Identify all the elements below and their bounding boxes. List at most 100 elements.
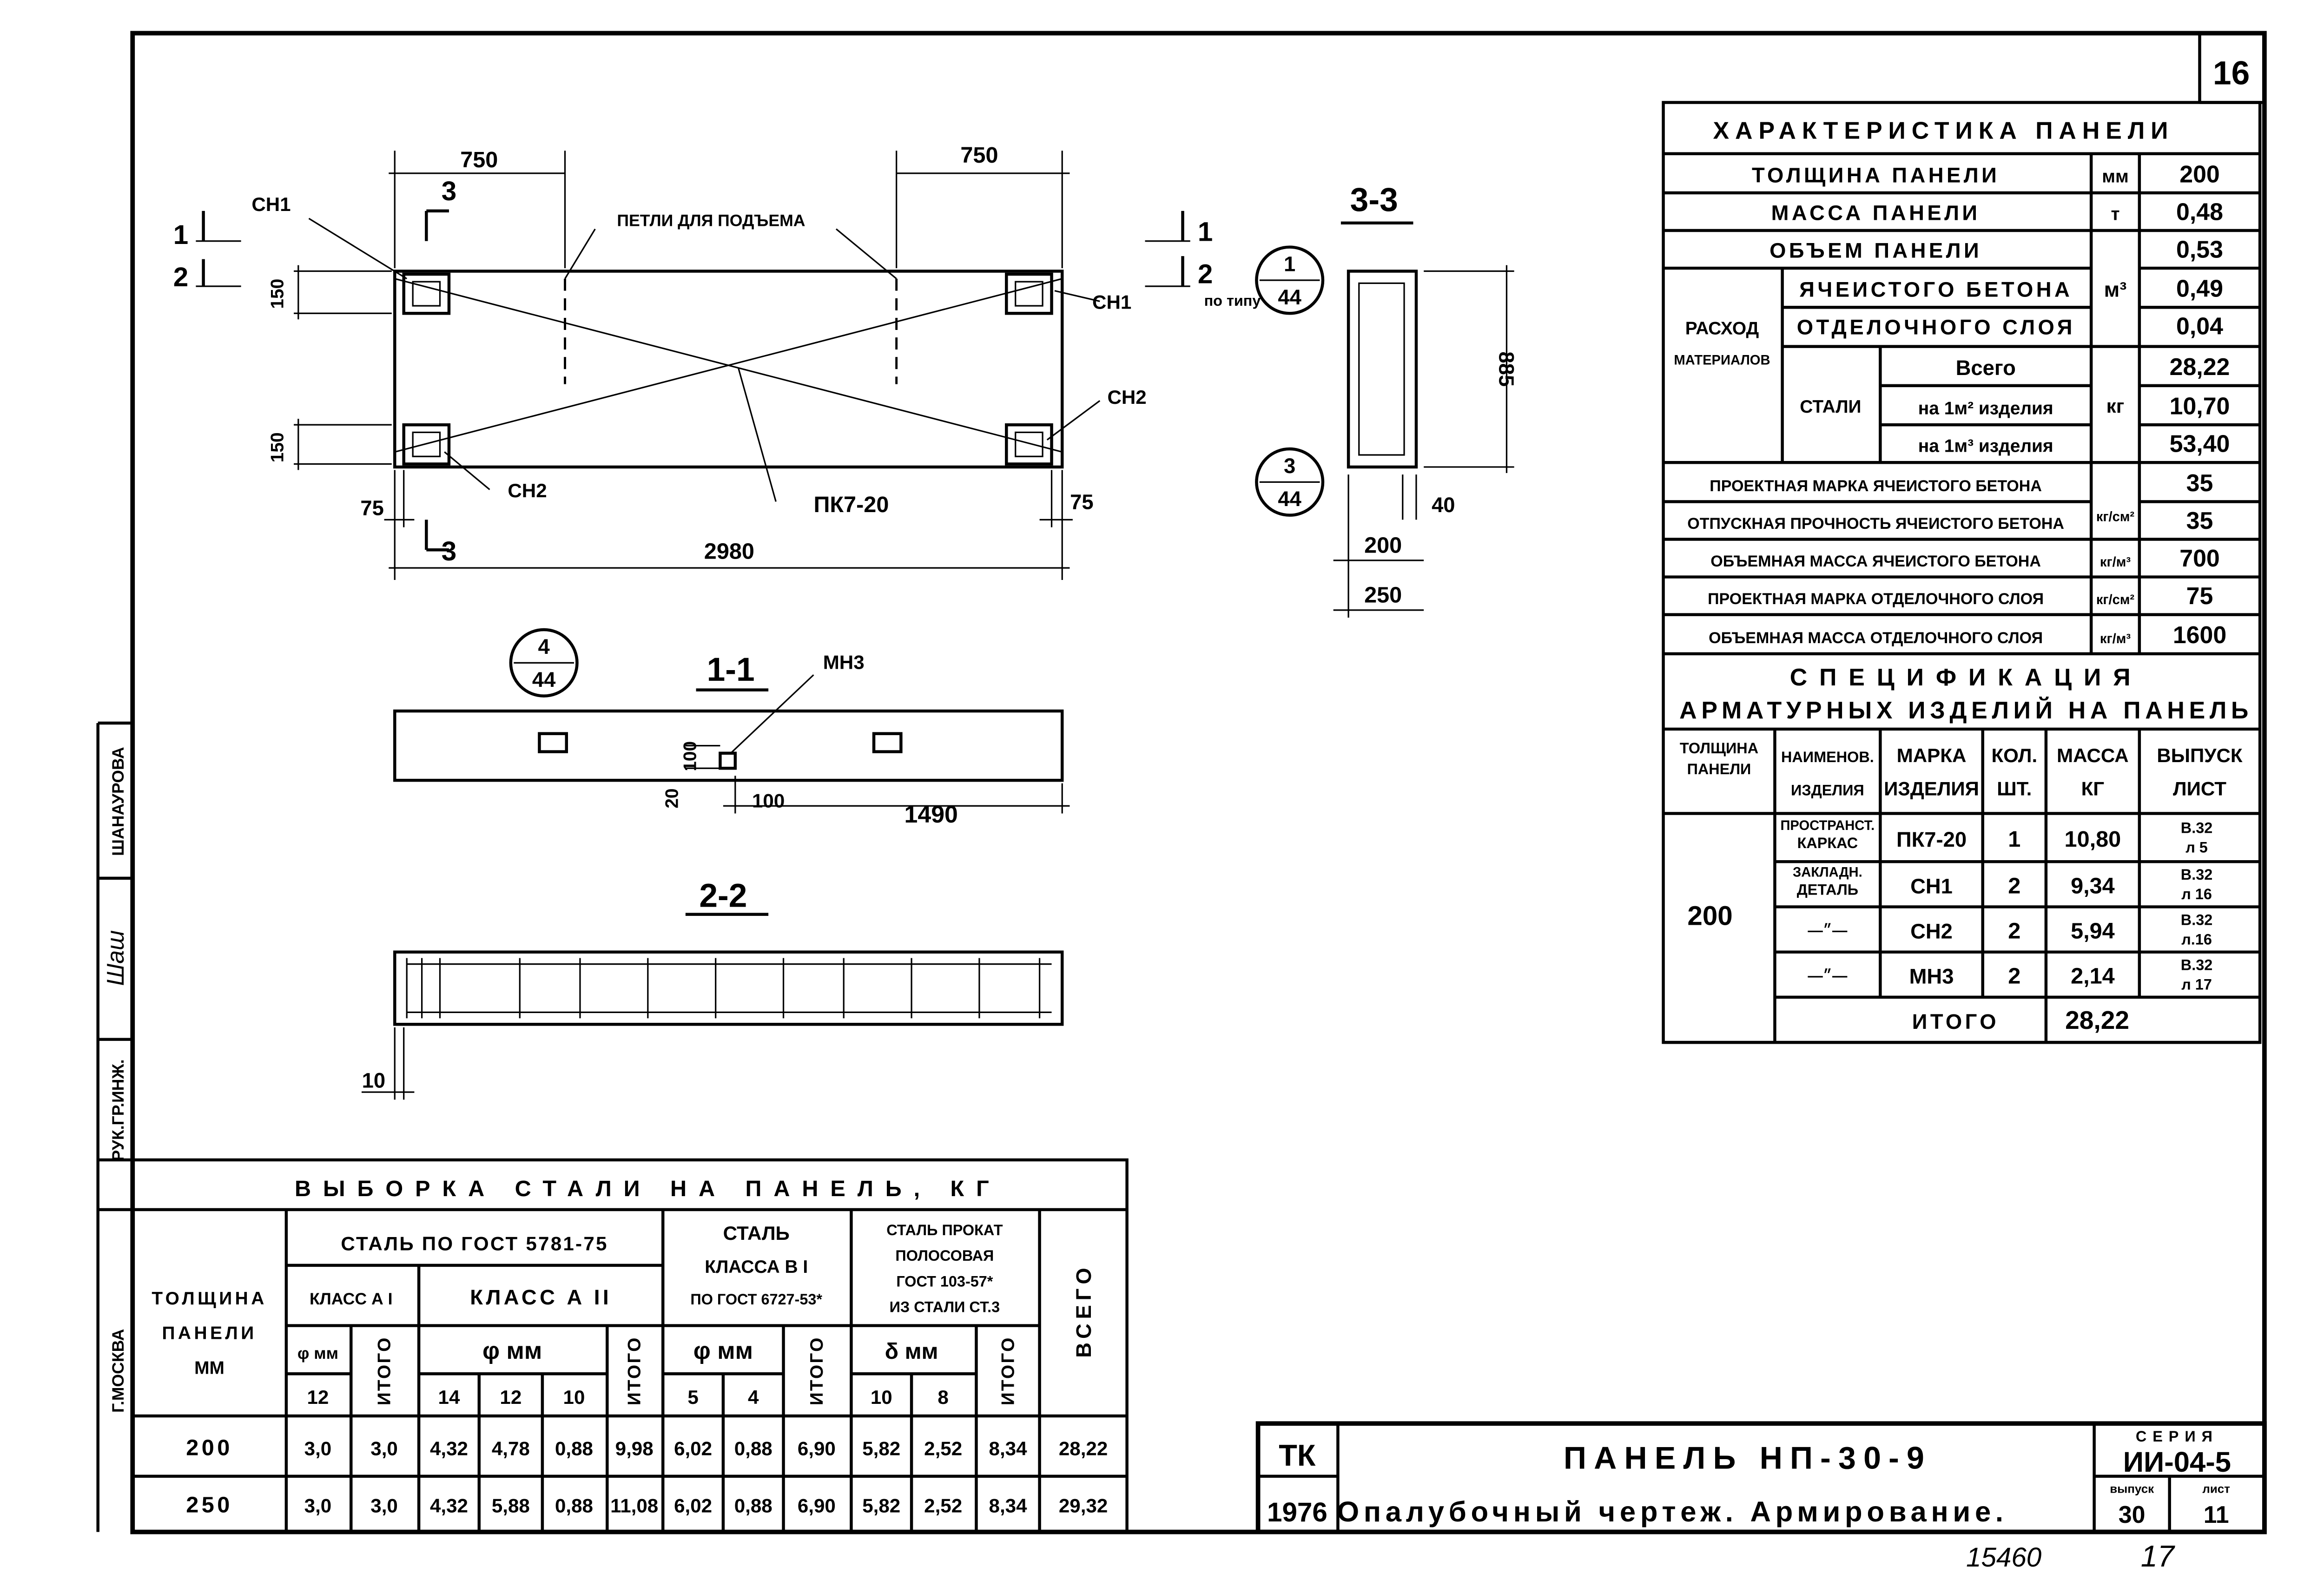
characteristic-value: 200	[2179, 160, 2220, 187]
characteristic-label: ОТДЕЛОЧНОГО СЛОЯ	[1797, 316, 2075, 339]
spec-header: КОЛ.	[1991, 744, 2037, 766]
dim-1490: 1490	[905, 801, 958, 828]
spec-header: МАССА	[2057, 744, 2129, 766]
page-number: 17	[2141, 1539, 2176, 1573]
title-year: 1976	[1267, 1497, 1327, 1527]
steel-header-gost5781: СТАЛЬ ПО ГОСТ 5781-75	[341, 1232, 608, 1254]
section-3-mark-top: 3	[442, 176, 456, 206]
steel-header-itogo: ИТОГО	[807, 1336, 827, 1405]
callout-3-44	[1255, 447, 1325, 517]
spec-header: ТОЛЩИНА	[1680, 740, 1758, 757]
embedded-plate	[402, 423, 451, 466]
steel-value: 0,88	[734, 1437, 772, 1459]
steel-value: 6,02	[674, 1437, 712, 1459]
steel-header-vi: ПО ГОСТ 6727-53*	[690, 1291, 822, 1308]
embedded-plate	[402, 272, 451, 315]
steel-thickness: 200	[186, 1435, 233, 1460]
spec-name: КАРКАС	[1797, 835, 1858, 851]
label-frame-pk7-20: ПК7-20	[813, 492, 889, 517]
spec-mark: СН2	[1910, 920, 1953, 943]
steel-value: 8,34	[989, 1437, 1028, 1459]
characteristic-unit: кг/см²	[2096, 592, 2135, 607]
steel-value: 3,0	[304, 1437, 332, 1459]
steel-value: 6,02	[674, 1494, 712, 1516]
spec-ref: л 16	[2181, 886, 2212, 902]
line	[1054, 290, 1100, 302]
steel-header-class-a2: КЛАСС А II	[470, 1285, 612, 1309]
dim-2980: 2980	[704, 539, 754, 564]
characteristic-unit: кг/м³	[2100, 632, 2131, 646]
steel-size: 12	[307, 1386, 329, 1408]
label-cn2-right: СН2	[1107, 386, 1146, 408]
characteristic-value: 0,49	[2176, 275, 2223, 302]
spec-name: ПРОСТРАНСТ.	[1780, 818, 1875, 833]
drawing-lines	[96, 31, 2267, 1534]
sheet-number: 16	[2213, 55, 2250, 92]
section-1-1-outline	[393, 709, 1064, 782]
dim-250: 250	[1364, 583, 1402, 608]
steel-size: 5	[687, 1386, 698, 1408]
spec-mass: 2,14	[2071, 964, 2115, 989]
label-cn1-right: СН1	[1092, 291, 1131, 313]
steel-header-total: ВСЕГО	[1072, 1264, 1096, 1358]
sheet-frame	[130, 31, 2267, 1534]
callout-1-44	[1255, 245, 1325, 315]
steel-header-strip: ГОСТ 103-57*	[896, 1273, 993, 1290]
label-lifting-loops: ПЕТЛИ ДЛЯ ПОДЪЕМА	[617, 211, 805, 230]
characteristic-label: ПРОЕКТНАЯ МАРКА ОТДЕЛОЧНОГО СЛОЯ	[1708, 590, 2044, 608]
mark-1-right: 1	[1198, 217, 1213, 247]
steel-value: 5,82	[862, 1437, 900, 1459]
spec-ref: В.32	[2181, 911, 2212, 928]
spec-header: НАИМЕНОВ.	[1781, 749, 1874, 765]
embedded-plate	[1005, 272, 1053, 315]
dim-75-right: 75	[1070, 490, 1093, 514]
spec-name: ДЕТАЛЬ	[1797, 882, 1858, 898]
characteristic-value: 35	[2186, 507, 2213, 534]
steel-header-delta: δ мм	[885, 1339, 938, 1364]
characteristic-value: 75	[2186, 582, 2213, 609]
spec-header: ИЗДЕЛИЯ	[1884, 778, 1979, 800]
steel-size: 10	[871, 1386, 892, 1408]
steel-value: 4,32	[430, 1494, 468, 1516]
characteristic-value: 0,53	[2176, 236, 2223, 263]
steel-value: 28,22	[1059, 1437, 1108, 1459]
dim-150-bottom: 150	[267, 432, 287, 462]
steel-header-phi: φ мм	[693, 1337, 753, 1364]
rashod-label-2: МАТЕРИАЛОВ	[1674, 353, 1770, 368]
characteristic-value: 0,48	[2176, 198, 2223, 225]
characteristic-label: ОБЪЕМ ПАНЕЛИ	[1769, 238, 1982, 262]
steel-header-strip: СТАЛЬ ПРОКАТ	[886, 1222, 1003, 1238]
steel-value: 3,0	[304, 1494, 332, 1516]
dim-150-top: 150	[267, 279, 287, 309]
panel-plan-outline	[393, 270, 1064, 469]
line	[308, 217, 408, 280]
mark-2-right: 2	[1198, 259, 1213, 289]
spec-total-value: 28,22	[2065, 1006, 2129, 1034]
characteristic-value: 53,40	[2170, 430, 2230, 457]
steel-size: 10	[563, 1386, 585, 1408]
spec-mark: МН3	[1909, 965, 1954, 988]
label-cn2-left: СН2	[508, 480, 547, 501]
callout-4-bottom: 44	[532, 668, 555, 691]
spec-ref: В.32	[2181, 957, 2212, 974]
stamp-role: РУК.ГР.ИНЖ.	[109, 1059, 127, 1161]
characteristic-unit: т	[2111, 204, 2119, 224]
spec-mark: ПК7-20	[1896, 828, 1967, 851]
callout-4-top: 4	[538, 635, 550, 658]
dim-100-vertical: 100	[680, 741, 700, 771]
steel-thickness: 250	[186, 1492, 233, 1517]
characteristic-label: на 1м² изделия	[1918, 398, 2053, 418]
spec-mark: СН1	[1910, 874, 1953, 898]
spec-mass: 9,34	[2071, 873, 2115, 898]
steel-value: 5,88	[492, 1494, 530, 1516]
spec-name-ditto: —״—	[1808, 922, 1848, 939]
characteristic-value: 0,04	[2176, 313, 2223, 340]
characteristic-label: МАССА ПАНЕЛИ	[1771, 201, 1981, 224]
steel-header-thickness: ММ	[194, 1358, 224, 1378]
spec-mass: 5,94	[2071, 919, 2115, 944]
embedded-plate-inner	[412, 281, 441, 307]
characteristic-value: 35	[2186, 469, 2213, 496]
rashod-label: РАСХОД	[1685, 319, 1759, 339]
